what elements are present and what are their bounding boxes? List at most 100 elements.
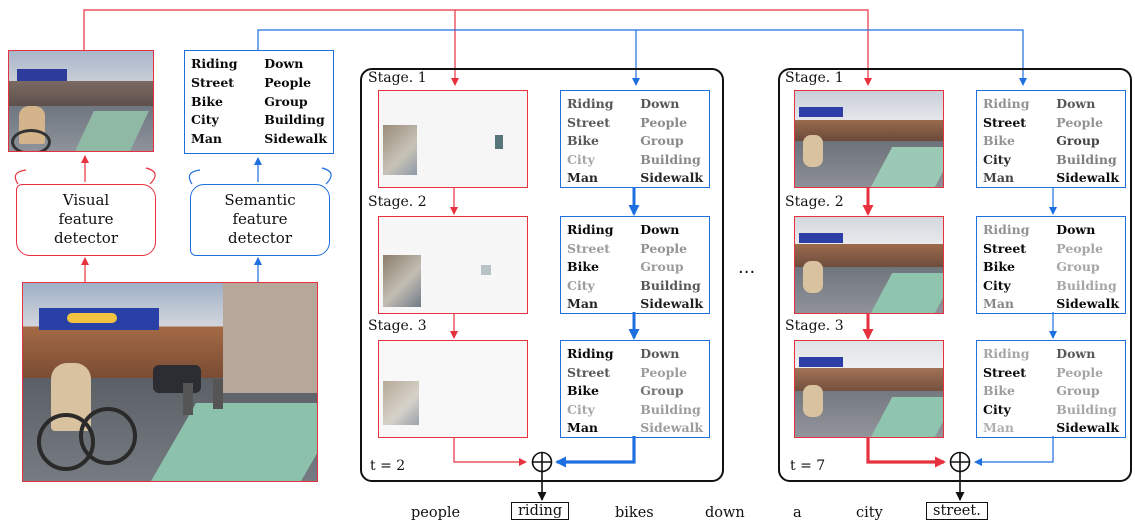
semantic-word: Building: [640, 401, 701, 417]
caption-word-highlighted: street.: [926, 502, 988, 520]
semantic-word: Riding: [983, 222, 1030, 237]
semantic-word: People: [1056, 240, 1104, 256]
caption-word: city: [856, 505, 883, 521]
input-image-thumbnail: [8, 50, 154, 152]
semantic-word: City: [567, 151, 595, 167]
semantic-word: Sidewalk: [1056, 296, 1119, 311]
semantic-word: Sidewalk: [640, 170, 703, 185]
semantic-word: City: [567, 277, 595, 293]
semantic-word: Building: [1056, 277, 1117, 293]
semantic-word: Street: [567, 364, 611, 380]
semantic-word: Building: [1056, 151, 1117, 167]
semantic-word: Street: [983, 114, 1027, 130]
attention-map-stage-3: [378, 340, 528, 438]
semantic-word: Down: [264, 56, 304, 71]
semantic-word: Street: [191, 74, 235, 90]
detector-line-3: detector: [227, 229, 292, 247]
semantic-word: Group: [640, 133, 684, 148]
ellipsis: ···: [738, 262, 756, 283]
semantic-word: Group: [1056, 383, 1100, 398]
input-image: [22, 282, 318, 482]
semantic-word: Riding: [191, 56, 238, 71]
semantic-word: City: [983, 151, 1011, 167]
semantic-word: Sidewalk: [1056, 420, 1119, 435]
caption-word: down: [705, 505, 745, 521]
semantic-word: Riding: [983, 96, 1030, 111]
timestep-label: t = 7: [790, 458, 826, 474]
detector-line-2: feature: [58, 210, 114, 228]
semantic-word: Man: [191, 131, 223, 147]
semantic-word: People: [1056, 114, 1104, 130]
detector-line-3: detector: [53, 229, 118, 247]
semantic-word: Sidewalk: [640, 420, 703, 435]
attention-map-stage-2: [378, 216, 528, 314]
semantic-word: Riding: [567, 222, 614, 237]
stage-2-label: Stage. 2: [785, 194, 844, 210]
semantic-word: Building: [640, 151, 701, 167]
semantic-word: Building: [1056, 401, 1117, 417]
semantic-word: People: [640, 240, 688, 256]
semantic-word: Man: [983, 170, 1015, 185]
stage-1-label: Stage. 1: [785, 70, 844, 86]
semantic-word: Man: [983, 420, 1015, 435]
semantic-word: Street: [983, 364, 1027, 380]
detector-line-2: feature: [232, 210, 288, 228]
semantic-word: People: [264, 74, 312, 90]
semantic-word: Man: [567, 170, 599, 185]
semantic-word: Group: [1056, 259, 1100, 274]
semantic-word: Sidewalk: [264, 131, 327, 147]
semantic-word: City: [983, 401, 1011, 417]
detector-line-1: Visual: [62, 191, 110, 209]
semantic-word: Bike: [567, 133, 599, 148]
stage-1-label: Stage. 1: [368, 70, 427, 86]
stage-2-label: Stage. 2: [368, 194, 427, 210]
semantic-word: Sidewalk: [640, 296, 703, 311]
semantic-word: Group: [264, 93, 308, 109]
visual-feature-detector: Visual feature detector: [16, 184, 156, 256]
semantic-word: City: [567, 401, 595, 417]
semantic-word: City: [983, 277, 1011, 293]
semantic-word: Down: [640, 96, 680, 111]
attention-map-stage-1: [794, 90, 944, 188]
semantic-word: Down: [640, 222, 680, 237]
attention-map-stage-2: [794, 216, 944, 314]
semantic-word: Group: [640, 259, 684, 274]
semantic-word: Bike: [567, 259, 599, 274]
caption-word-highlighted: riding: [511, 502, 570, 520]
semantic-word: Bike: [983, 383, 1015, 398]
semantic-word: Down: [640, 346, 680, 361]
semantic-word: Bike: [983, 133, 1015, 148]
semantic-word: Sidewalk: [1056, 170, 1119, 185]
semantic-word: Bike: [567, 383, 599, 398]
semantic-word: Riding: [983, 346, 1030, 361]
semantic-word: Down: [1056, 96, 1096, 111]
semantic-word: Group: [1056, 133, 1100, 148]
semantic-word: Street: [567, 114, 611, 130]
semantic-word: Building: [640, 277, 701, 293]
stage-3-label: Stage. 3: [785, 318, 844, 334]
semantic-word: Man: [567, 296, 599, 311]
semantic-word: People: [640, 364, 688, 380]
semantic-word: Riding: [567, 346, 614, 361]
stage-3-label: Stage. 3: [368, 318, 427, 334]
semantic-word: Man: [983, 296, 1015, 311]
semantic-feature-detector: Semantic feature detector: [190, 184, 330, 256]
caption-word: people: [411, 505, 461, 521]
semantic-word: Street: [983, 240, 1027, 256]
semantic-word: Street: [567, 240, 611, 256]
semantic-word: City: [191, 112, 219, 128]
semantic-word: People: [640, 114, 688, 130]
timestep-label: t = 2: [370, 458, 406, 474]
semantic-word: People: [1056, 364, 1104, 380]
detector-line-1: Semantic: [224, 191, 296, 209]
semantic-word: Group: [640, 383, 684, 398]
semantic-word: Bike: [983, 259, 1015, 274]
caption-word: bikes: [615, 505, 654, 521]
